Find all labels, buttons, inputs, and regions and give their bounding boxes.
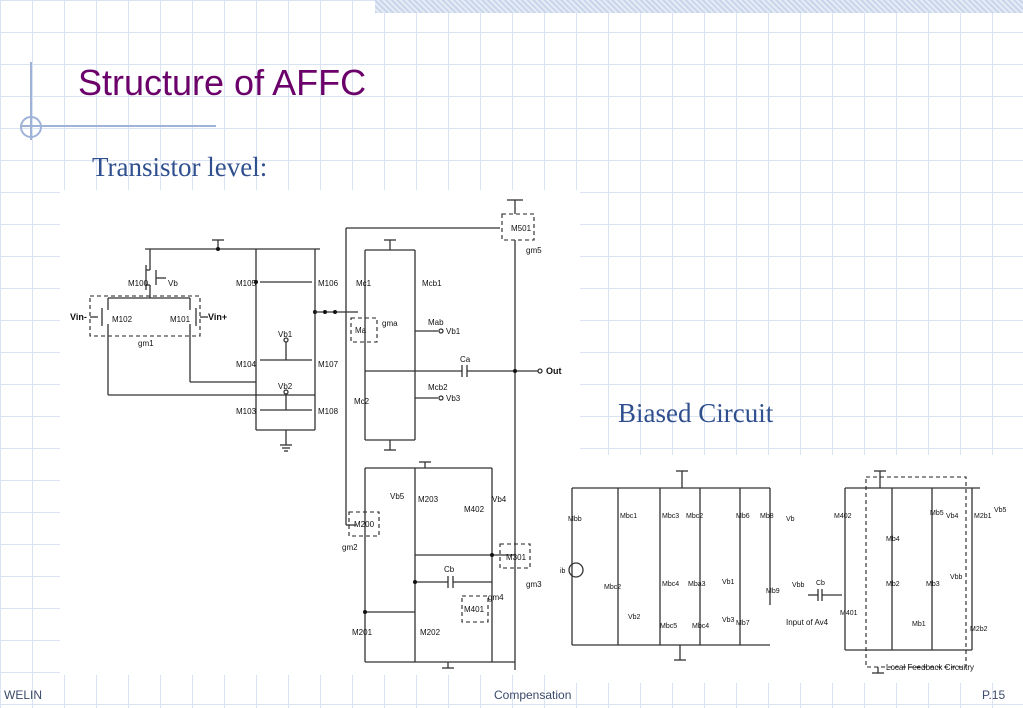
- bias-label-mb9: Mb9: [766, 588, 780, 595]
- main-schematic-svg: M100 Vb Vin- Vin+ M102 M101 gm1 M105 M10…: [70, 199, 562, 670]
- bias-label-mbc5: Mbc5: [660, 623, 677, 630]
- label-ma: Ma: [355, 326, 367, 335]
- footer-section: Compensation: [494, 688, 572, 702]
- label-mc2: Mc2: [354, 397, 370, 406]
- bias-label-vb5: Vb5: [994, 507, 1007, 514]
- bias-label-ib: ib: [560, 568, 566, 575]
- label-vin-plus: Vin+: [208, 312, 227, 322]
- label-gm5: gm5: [526, 246, 542, 255]
- label-m106: M106: [318, 279, 339, 288]
- title-decoration-circle: [20, 116, 42, 138]
- bias-label-mb3: Mb3: [926, 581, 940, 588]
- label-m200: M200: [354, 520, 375, 529]
- label-vb1-right: Vb1: [446, 327, 461, 336]
- label-m108: M108: [318, 407, 339, 416]
- label-m402: M402: [464, 505, 485, 514]
- label-gm3: gm3: [526, 580, 542, 589]
- label-mcb1: Mcb1: [422, 279, 442, 288]
- label-m100: M100: [128, 279, 149, 288]
- label-m101: M101: [170, 315, 191, 324]
- slide-subtitle: Transistor level:: [92, 152, 268, 182]
- label-m107: M107: [318, 360, 339, 369]
- biased-circuit-label: Biased Circuit: [618, 398, 774, 428]
- bias-label-mbb: Mbb: [568, 516, 582, 523]
- label-cb: Cb: [444, 565, 455, 574]
- bias-label-vb: Vb: [786, 516, 795, 523]
- bias-label-vb2: Vb2: [628, 614, 641, 621]
- label-gm4: gm4: [488, 593, 504, 602]
- label-vb5: Vb5: [390, 492, 405, 501]
- title-decoration-horizontal-line: [20, 125, 216, 127]
- label-mab: Mab: [428, 318, 444, 327]
- label-ca: Ca: [460, 355, 471, 364]
- bias-label-cb: Cb: [816, 580, 825, 587]
- bias-label-mbc4: Mbc4: [662, 581, 679, 588]
- label-mc1: Mc1: [356, 279, 372, 288]
- bias-label-vb4: Vb4: [946, 513, 959, 520]
- label-m501: M501: [511, 224, 532, 233]
- bias-label-mbc4b: Mbc4: [692, 623, 709, 630]
- label-m202: M202: [420, 628, 441, 637]
- title-decoration-vertical-line: [30, 62, 32, 140]
- top-pattern-band: [375, 0, 1023, 13]
- bias-label-input-av4: Input of Av4: [786, 618, 829, 627]
- label-m201: M201: [352, 628, 373, 637]
- bias-circuit-schematic: Mbb Mbc1 Mbc3 Mbc2 Mb6 Mb8 Vb ib Mbc2 Mb…: [560, 455, 1023, 683]
- bias-label-mba3: Mba3: [688, 581, 706, 588]
- label-vb2-left: Vb2: [278, 382, 293, 391]
- bias-label-mb7: Mb7: [736, 620, 750, 627]
- bias-label-mb1: Mb1: [912, 621, 926, 628]
- label-mcb2: Mcb2: [428, 383, 448, 392]
- label-gma: gma: [382, 319, 398, 328]
- label-m203: M203: [418, 495, 439, 504]
- label-m102: M102: [112, 315, 133, 324]
- footer-author: WELIN: [4, 688, 43, 702]
- bias-label-mbc3: Mbc3: [662, 513, 679, 520]
- label-out: Out: [546, 366, 562, 376]
- bias-label-vbb-r: Vbb: [950, 574, 963, 581]
- bias-label-mb5: Mb5: [930, 510, 944, 517]
- label-m401: M401: [464, 605, 485, 614]
- bias-label-vb1: Vb1: [722, 579, 735, 586]
- bias-label-m2b1: M2b1: [974, 513, 992, 520]
- slide-title: Structure of AFFC: [78, 62, 367, 103]
- bias-label-mbc2: Mbc2: [604, 584, 621, 591]
- label-m105: M105: [236, 279, 257, 288]
- label-vb: Vb: [168, 279, 178, 288]
- label-m103: M103: [236, 407, 257, 416]
- bias-label-m401: M401: [840, 610, 858, 617]
- bias-label-local-feedback: Local Feedback Circuitry: [886, 663, 974, 672]
- label-vb4: Vb4: [492, 495, 507, 504]
- label-gm1: gm1: [138, 339, 154, 348]
- label-gm2: gm2: [342, 543, 358, 552]
- bias-label-vb3: Vb3: [722, 617, 735, 624]
- bias-label-mb6: Mb6: [736, 513, 750, 520]
- bias-label-m402: M402: [834, 513, 852, 520]
- label-vb1-left: Vb1: [278, 330, 293, 339]
- label-vb3: Vb3: [446, 394, 461, 403]
- bias-label-mb4: Mb4: [886, 536, 900, 543]
- bias-label-vbb: Vbb: [792, 582, 805, 589]
- footer-page-number: P.15: [982, 688, 1006, 702]
- bias-label-mb2: Mb2: [886, 581, 900, 588]
- bias-label-mb8: Mb8: [760, 513, 774, 520]
- bias-label-mbc2t: Mbc2: [686, 513, 703, 520]
- label-m301: M301: [506, 553, 527, 562]
- transistor-level-schematic: M100 Vb Vin- Vin+ M102 M101 gm1 M105 M10…: [60, 190, 580, 675]
- bias-label-m2b2: M2b2: [970, 626, 988, 633]
- bias-schematic-svg: Mbb Mbc1 Mbc3 Mbc2 Mb6 Mb8 Vb ib Mbc2 Mb…: [560, 470, 1007, 674]
- label-vin-minus: Vin-: [70, 312, 87, 322]
- bias-label-mbc1: Mbc1: [620, 513, 637, 520]
- label-m104: M104: [236, 360, 257, 369]
